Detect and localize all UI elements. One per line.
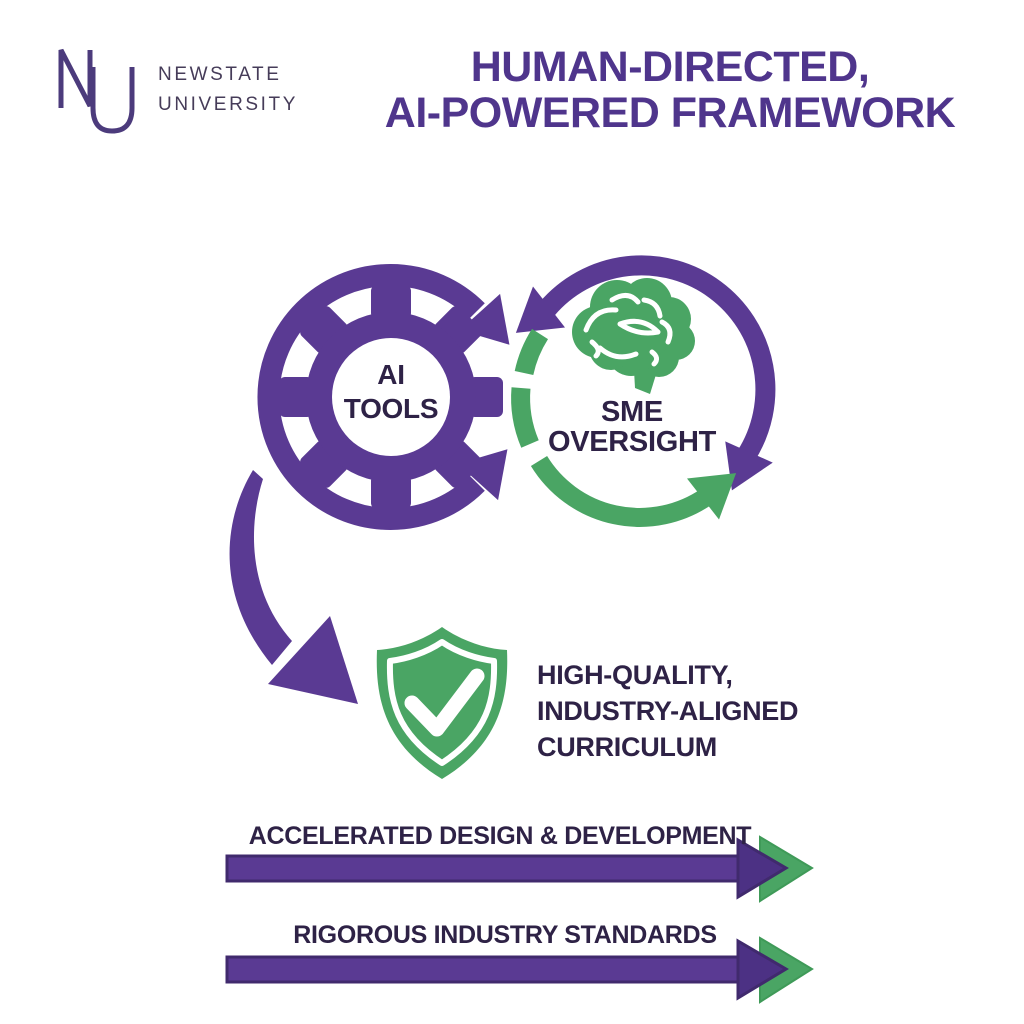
benefit-arrow-1-graphic bbox=[225, 835, 814, 903]
curriculum-label: HIGH-QUALITY, INDUSTRY-ALIGNED CURRICULU… bbox=[537, 657, 857, 765]
shield-check-icon bbox=[376, 627, 508, 779]
arrowhead-right bbox=[725, 441, 773, 491]
brain-icon bbox=[572, 278, 695, 394]
logo-wordmark: NEWSTATE UNIVERSITY bbox=[158, 60, 298, 120]
gear-icon bbox=[279, 285, 503, 509]
benefit-arrow-2-label: RIGOROUS INDUSTRY STANDARDS bbox=[293, 921, 717, 949]
ai-tools-line2: TOOLS bbox=[343, 393, 439, 424]
logo-name-line2: UNIVERSITY bbox=[158, 94, 299, 115]
ai-tools-line1: AI bbox=[377, 359, 405, 390]
benefit-arrow-1-label: ACCELERATED DESIGN & DEVELOPMENT bbox=[248, 822, 752, 850]
benefit-arrow-2-graphic bbox=[225, 936, 814, 1004]
sme-cycle-arc-green bbox=[511, 328, 737, 527]
sme-oversight-label: SME OVERSIGHT bbox=[532, 397, 732, 457]
nu-logo-monogram bbox=[58, 48, 135, 134]
ai-tools-label: AI TOOLS bbox=[321, 358, 461, 426]
title-line1: HUMAN-DIRECTED, bbox=[470, 43, 870, 91]
title-line2: AI-POWERED FRAMEWORK bbox=[384, 89, 956, 137]
arrowhead-left bbox=[515, 286, 566, 333]
flow-down-arrow bbox=[229, 470, 358, 704]
logo-name-line1: NEWSTATE bbox=[158, 64, 282, 85]
sme-line1: SME bbox=[601, 396, 663, 428]
page-title: HUMAN-DIRECTED, AI-POWERED FRAMEWORK bbox=[370, 44, 970, 136]
sme-line2: OVERSIGHT bbox=[547, 426, 717, 458]
arrowhead-green bbox=[686, 473, 737, 520]
curriculum-line3: CURRICULUM bbox=[537, 732, 717, 762]
curriculum-line1: HIGH-QUALITY, bbox=[537, 660, 733, 690]
sme-cycle-arrow-purple bbox=[515, 255, 776, 491]
curriculum-line2: INDUSTRY-ALIGNED bbox=[537, 696, 799, 726]
